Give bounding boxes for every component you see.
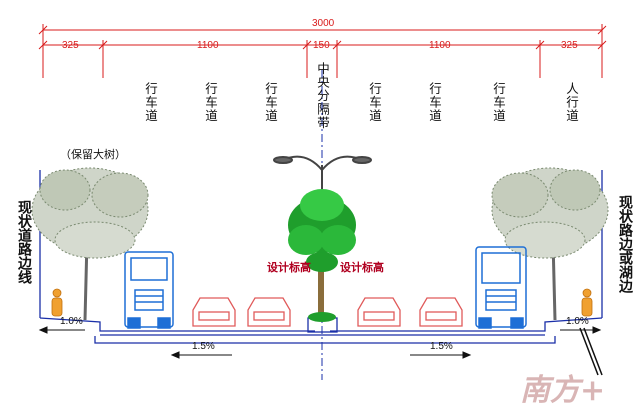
right-tree bbox=[491, 167, 609, 321]
lane-label-5: 行车道 bbox=[427, 82, 442, 123]
right-truck bbox=[475, 246, 527, 329]
right-edge-label: 现状路边或湖边 bbox=[617, 195, 633, 293]
dim-median: 150 bbox=[313, 40, 330, 51]
slope-arrows bbox=[38, 326, 602, 359]
slope-right-road: 1.5% bbox=[430, 341, 453, 352]
right-curb-marker bbox=[579, 327, 603, 376]
left-elevation-label: 设计标高 bbox=[267, 261, 311, 274]
left-truck bbox=[124, 251, 174, 329]
tree-note: （保留大树） bbox=[60, 148, 126, 161]
median-tree bbox=[288, 189, 356, 322]
right-elevation-label: 设计标高 bbox=[340, 261, 384, 274]
dim-right-carriageway: 1100 bbox=[429, 40, 451, 51]
watermark-logo: 南方+ bbox=[520, 373, 606, 408]
dimension-lines bbox=[38, 24, 607, 78]
sidewalk-label: 人行道 bbox=[564, 82, 579, 123]
cars bbox=[192, 297, 463, 327]
dim-left-sidewalk: 325 bbox=[62, 40, 79, 51]
left-pedestrians bbox=[51, 288, 63, 317]
dim-left-carriageway: 1100 bbox=[197, 40, 219, 51]
dim-right-sidewalk: 325 bbox=[561, 40, 578, 51]
lane-label-4: 行车道 bbox=[367, 82, 382, 123]
lane-label-2: 行车道 bbox=[203, 82, 218, 123]
slope-right-sidewalk: 1.0% bbox=[566, 316, 589, 327]
slope-left-road: 1.5% bbox=[192, 341, 215, 352]
dim-total: 3000 bbox=[312, 18, 335, 29]
lane-label-1: 行车道 bbox=[143, 82, 158, 123]
median-label: 中央分隔带 bbox=[315, 62, 330, 130]
left-tree bbox=[31, 167, 149, 321]
right-pedestrians bbox=[581, 288, 593, 317]
left-edge-label: 现状道路边线 bbox=[16, 200, 32, 284]
lane-label-6: 行车道 bbox=[491, 82, 506, 123]
lane-label-3: 行车道 bbox=[263, 82, 278, 123]
slope-left-sidewalk: 1.0% bbox=[60, 316, 83, 327]
